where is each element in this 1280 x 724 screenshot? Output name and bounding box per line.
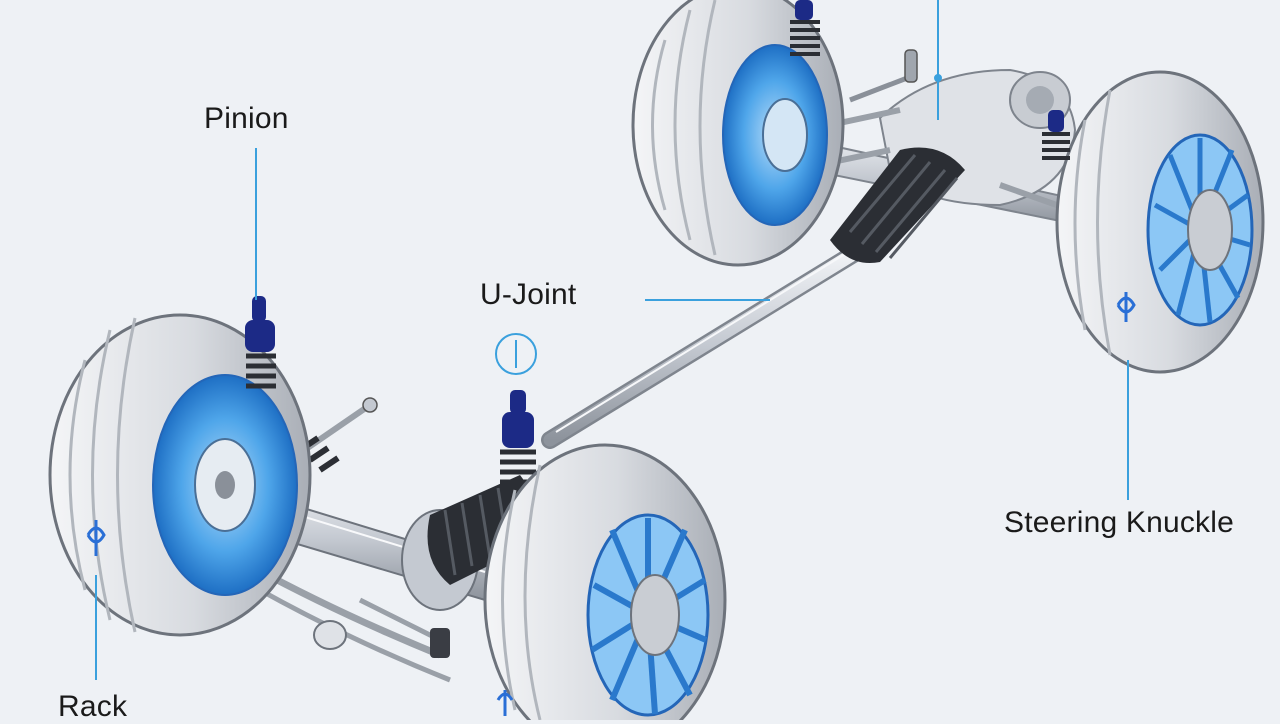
u-joint-label: U-Joint (480, 278, 577, 311)
pinion-label: Pinion (204, 102, 289, 135)
rear-left-wheel (631, 0, 845, 267)
rear-left-spring (790, 0, 820, 56)
front-center-spring (500, 390, 536, 485)
steering-knuckle-label: Steering Knuckle (1004, 506, 1235, 539)
front-left-wheel (48, 313, 312, 637)
steering-knuckle-marker (1116, 292, 1136, 322)
steering-shaft (541, 241, 869, 449)
leader-lines (95, 0, 1129, 680)
front-boot (427, 475, 534, 585)
rear-axle-assembly (759, 49, 1086, 264)
front-left-spring (245, 296, 276, 389)
rack-label: Rack (58, 690, 128, 723)
rear-boot (830, 147, 965, 264)
rear-right-wheel (1055, 70, 1265, 374)
front-right-wheel (483, 443, 727, 720)
rear-right-spring (1042, 110, 1070, 160)
rack-marker (86, 520, 106, 556)
u-joint-marker-circle (495, 333, 537, 375)
